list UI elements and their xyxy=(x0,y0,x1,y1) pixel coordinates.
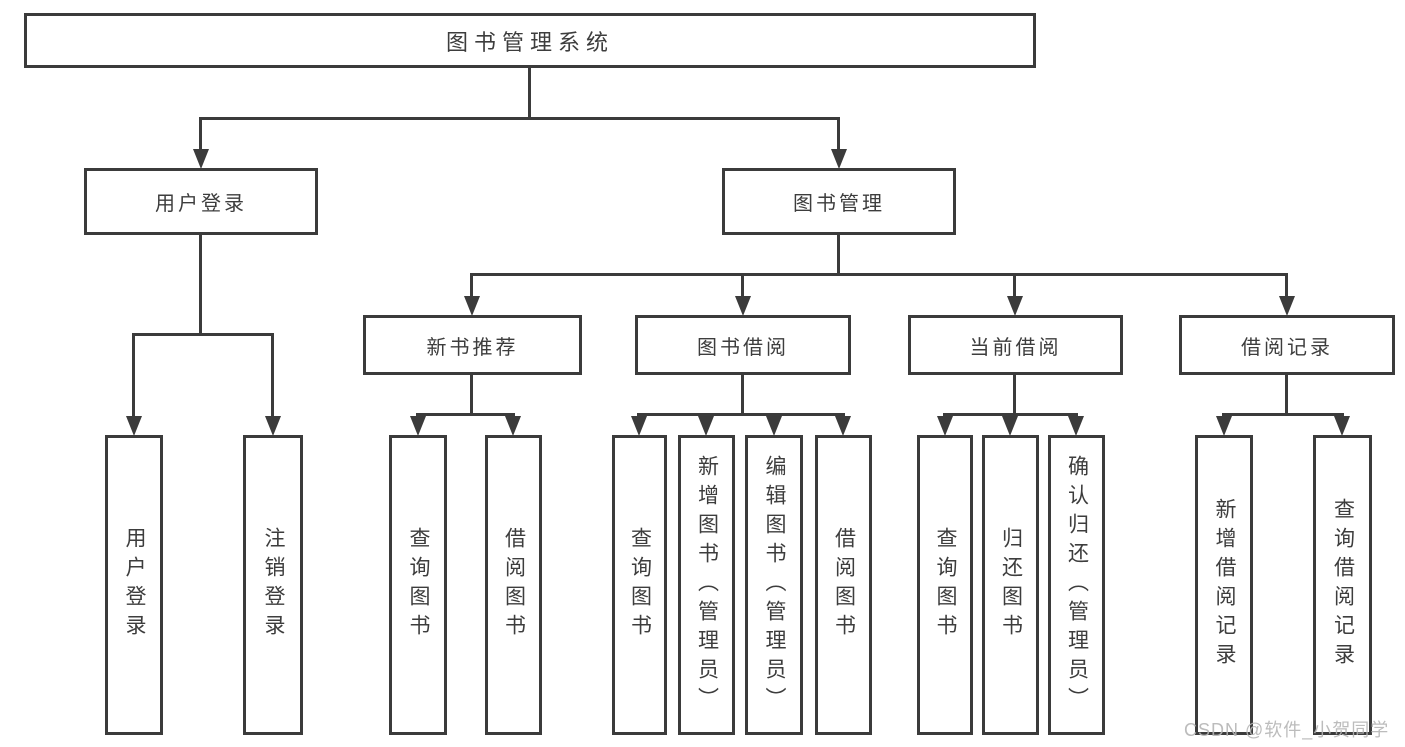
connector-drop xyxy=(1285,275,1288,297)
arrow-down-icon xyxy=(937,416,953,436)
node-label: 新书推荐 xyxy=(426,336,519,359)
arrow-down-icon xyxy=(1216,416,1232,436)
connector-spine xyxy=(837,235,840,275)
arrow-down-icon xyxy=(698,416,714,436)
connector-root-spine xyxy=(528,68,531,119)
connector-spine xyxy=(741,375,744,415)
connector-rail xyxy=(416,413,515,416)
arrow-down-icon xyxy=(1007,296,1023,316)
node-user-login: 用户登录 xyxy=(84,168,318,235)
node-new-book-recommend: 新书推荐 xyxy=(363,315,582,375)
arrow-down-icon xyxy=(1002,416,1018,436)
leaf-user-login: 用户登录 xyxy=(105,435,163,735)
leaf-add-book-admin: 新增图书（管理员） xyxy=(678,435,735,735)
connector-drop xyxy=(470,275,473,297)
connector-drop xyxy=(837,119,840,154)
arrow-down-icon xyxy=(735,296,751,316)
leaf-add-borrow-record: 新增借阅记录 xyxy=(1195,435,1253,735)
leaf-label: 查询图书 xyxy=(407,527,430,643)
connector-drop xyxy=(741,275,744,297)
arrow-down-icon xyxy=(631,416,647,436)
node-library-management-system: 图书管理系统 xyxy=(24,13,1036,68)
node-label: 用户登录 xyxy=(155,193,247,215)
arrow-down-icon xyxy=(265,416,281,436)
node-label: 图书借阅 xyxy=(697,336,789,359)
arrow-down-icon xyxy=(126,416,142,436)
leaf-label: 查询借阅记录 xyxy=(1331,498,1355,672)
leaf-label: 确认归还（管理员） xyxy=(1065,454,1089,716)
arrow-down-icon xyxy=(831,149,847,169)
leaf-logout: 注销登录 xyxy=(243,435,303,735)
connector-spine xyxy=(199,235,202,335)
connector-rail xyxy=(637,413,845,416)
leaf-label: 归还图书 xyxy=(999,527,1023,643)
connector-spine xyxy=(1285,375,1288,415)
arrow-down-icon xyxy=(410,416,426,436)
leaf-label: 查询图书 xyxy=(628,527,652,643)
leaf-query-books-current: 查询图书 xyxy=(917,435,973,735)
leaf-label: 新增借阅记录 xyxy=(1213,498,1236,672)
arrow-down-icon xyxy=(464,296,480,316)
node-book-borrowing: 图书借阅 xyxy=(635,315,851,375)
node-label: 当前借阅 xyxy=(969,336,1062,359)
leaf-label: 用户登录 xyxy=(123,527,146,643)
node-borrow-records: 借阅记录 xyxy=(1179,315,1395,375)
leaf-label: 借阅图书 xyxy=(502,527,526,643)
connector-rail xyxy=(470,273,1288,276)
leaf-borrow-books-recommend: 借阅图书 xyxy=(485,435,542,735)
connector-root-rail xyxy=(199,117,840,120)
leaf-label: 编辑图书（管理员） xyxy=(763,454,786,716)
arrow-down-icon xyxy=(193,149,209,169)
leaf-edit-book-admin: 编辑图书（管理员） xyxy=(745,435,803,735)
connector-drop xyxy=(271,335,274,419)
arrow-down-icon xyxy=(835,416,851,436)
leaf-return-book: 归还图书 xyxy=(982,435,1039,735)
node-label: 图书管理系统 xyxy=(445,29,614,55)
arrow-down-icon xyxy=(1279,296,1295,316)
connector-spine xyxy=(470,375,473,415)
leaf-label: 注销登录 xyxy=(262,527,285,643)
leaf-query-books-recommend: 查询图书 xyxy=(389,435,447,735)
arrow-down-icon xyxy=(1068,416,1084,436)
node-label: 图书管理 xyxy=(793,193,885,215)
arrow-down-icon xyxy=(1334,416,1350,436)
node-current-borrowing: 当前借阅 xyxy=(908,315,1123,375)
arrow-down-icon xyxy=(505,416,521,436)
node-book-management: 图书管理 xyxy=(722,168,956,235)
connector-spine xyxy=(1013,375,1016,415)
connector-drop xyxy=(132,335,135,419)
connector-rail xyxy=(132,333,274,336)
leaf-confirm-return-admin: 确认归还（管理员） xyxy=(1048,435,1105,735)
connector-rail xyxy=(943,413,1078,416)
connector-drop xyxy=(199,119,202,154)
leaf-query-borrow-record: 查询借阅记录 xyxy=(1313,435,1372,735)
arrow-down-icon xyxy=(766,416,782,436)
leaf-label: 借阅图书 xyxy=(832,527,856,643)
leaf-query-books-borrowing: 查询图书 xyxy=(612,435,667,735)
csdn-watermark: CSDN @软件_小贺同学 xyxy=(1184,720,1390,740)
leaf-label: 新增图书（管理员） xyxy=(695,454,719,716)
connector-drop xyxy=(1013,275,1016,297)
leaf-label: 查询图书 xyxy=(934,527,957,643)
node-label: 借阅记录 xyxy=(1241,336,1333,359)
connector-rail xyxy=(1222,413,1344,416)
leaf-borrow-books-borrowing: 借阅图书 xyxy=(815,435,872,735)
